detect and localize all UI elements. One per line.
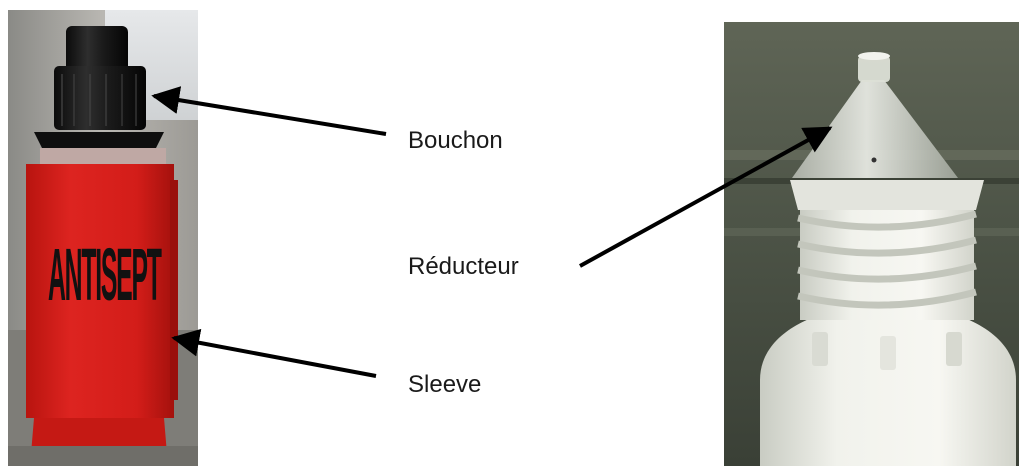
label-reducer: Réducteur [408, 253, 519, 280]
bottle-label-text: ANTISEPT [48, 233, 162, 316]
label-cap: Bouchon [408, 127, 503, 154]
sleeve-shape [26, 164, 174, 418]
cap-shape [34, 26, 164, 148]
cap-arrow [151, 86, 387, 136]
sleeve-arrow [171, 328, 377, 378]
bottle-photo: ANTISEPT [8, 10, 198, 466]
label-sleeve: Sleeve [408, 371, 481, 398]
reducer-arrow [579, 126, 833, 268]
reducer-cone-shape [792, 80, 958, 178]
reducer-photo [724, 22, 1019, 466]
